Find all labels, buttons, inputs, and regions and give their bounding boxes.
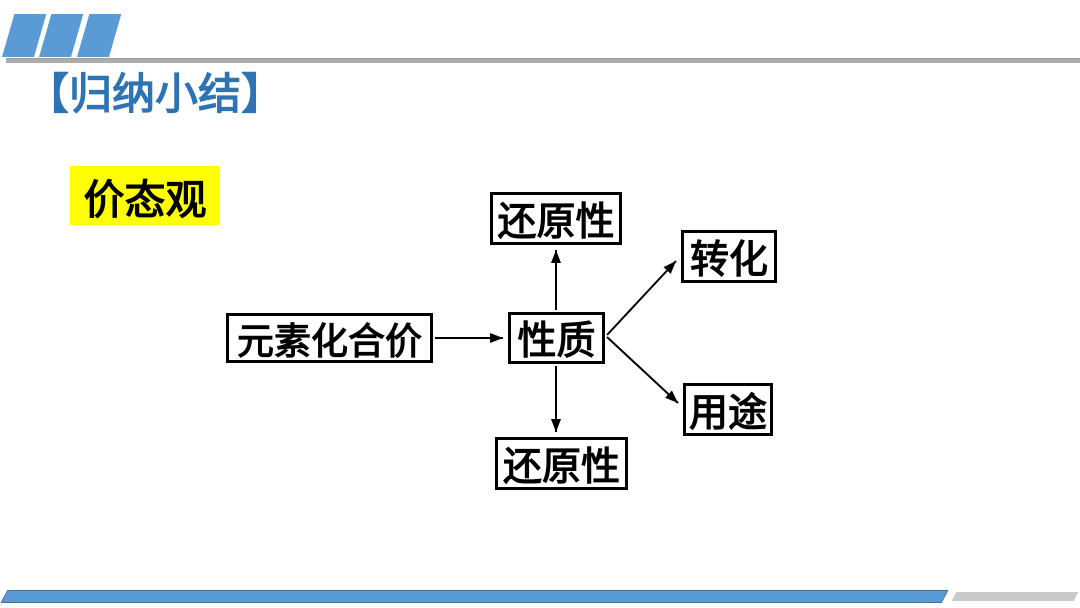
- header-divider: [6, 58, 1080, 63]
- accent-parallelogram-icon: [39, 14, 84, 57]
- diagram-node-usage: 用途: [683, 383, 773, 436]
- arrow-property-to-usage: [606, 336, 679, 404]
- highlight-label: 价态观: [70, 166, 220, 225]
- footer-accent-bar: [0, 590, 949, 603]
- arrow-property-to-transform: [606, 260, 677, 336]
- diagram-node-reducing-bottom: 还原性: [495, 437, 628, 490]
- slide-title: 【归纳小结】: [26, 71, 284, 119]
- diagram-node-property: 性质: [508, 312, 605, 364]
- footer-gray-bar: [951, 592, 1079, 601]
- accent-parallelogram-icon: [77, 14, 122, 57]
- diagram-node-transform: 转化: [681, 230, 777, 283]
- diagram-node-reducing-top: 还原性: [490, 192, 622, 245]
- diagram-node-valence: 元素化合价: [226, 313, 433, 363]
